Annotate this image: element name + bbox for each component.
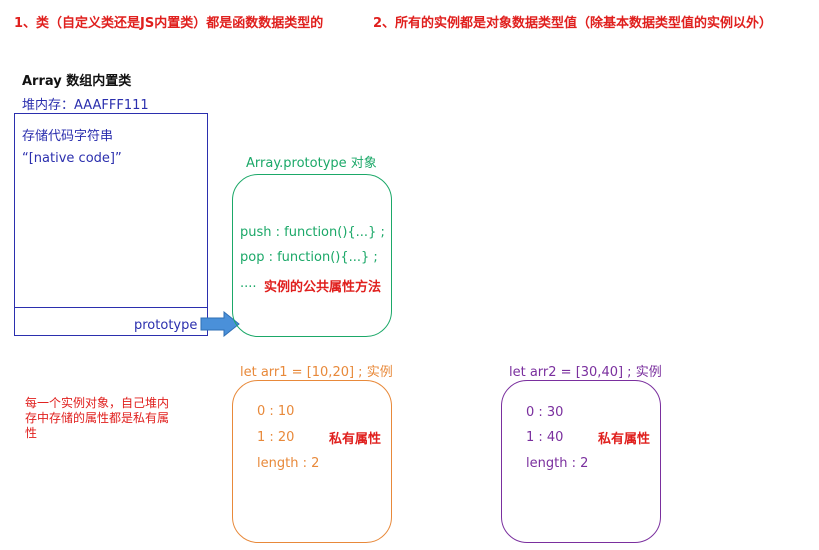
- code-string-label: 存储代码字符串: [22, 129, 114, 144]
- instance1-box: [232, 380, 392, 543]
- side-note-line-3: 性: [25, 426, 38, 440]
- pop-method: pop : function(){...} ;: [240, 250, 378, 265]
- instance2-length: length : 2: [526, 456, 589, 471]
- instance2-private-note: 私有属性: [598, 432, 651, 447]
- instance1-length: length : 2: [257, 456, 320, 471]
- instance1-index0: 0 : 10: [257, 404, 295, 419]
- prototype-object-box: [232, 174, 392, 337]
- native-code-value: “[native code]”: [22, 151, 122, 166]
- instance1-private-note: 私有属性: [329, 432, 382, 447]
- heading-point-1: 1、类（自定义类还是JS内置类）都是函数数据类型的: [14, 16, 324, 31]
- instance2-index1: 1 : 40: [526, 430, 564, 445]
- instance1-title: let arr1 = [10,20] ; 实例: [240, 365, 393, 380]
- instance2-index0: 0 : 30: [526, 405, 564, 420]
- array-heap-box: 存储代码字符串 “[native code]” prototype: [14, 113, 208, 336]
- heap-divider: [15, 307, 207, 308]
- instance2-title: let arr2 = [30,40] ; 实例: [509, 365, 662, 380]
- prototype-object-title: Array.prototype 对象: [246, 156, 377, 171]
- side-note-line-2: 存中存储的属性都是私有属: [25, 411, 170, 425]
- ellipsis: ....: [240, 276, 257, 291]
- array-class-title: Array 数组内置类: [22, 74, 132, 89]
- instance2-box: [501, 380, 661, 543]
- prototype-label: prototype: [134, 318, 198, 333]
- instance1-index1: 1 : 20: [257, 430, 295, 445]
- public-methods-note: 实例的公共属性方法: [264, 280, 382, 295]
- side-note-line-1: 每一个实例对象，自己堆内: [25, 396, 170, 410]
- push-method: push : function(){...} ;: [240, 225, 385, 240]
- heap-address-label: 堆内存：AAAFFF111: [22, 98, 149, 113]
- prototype-arrow-icon: [200, 311, 240, 337]
- heading-point-2: 2、所有的实例都是对象数据类型值（除基本数据类型值的实例以外）: [373, 16, 773, 31]
